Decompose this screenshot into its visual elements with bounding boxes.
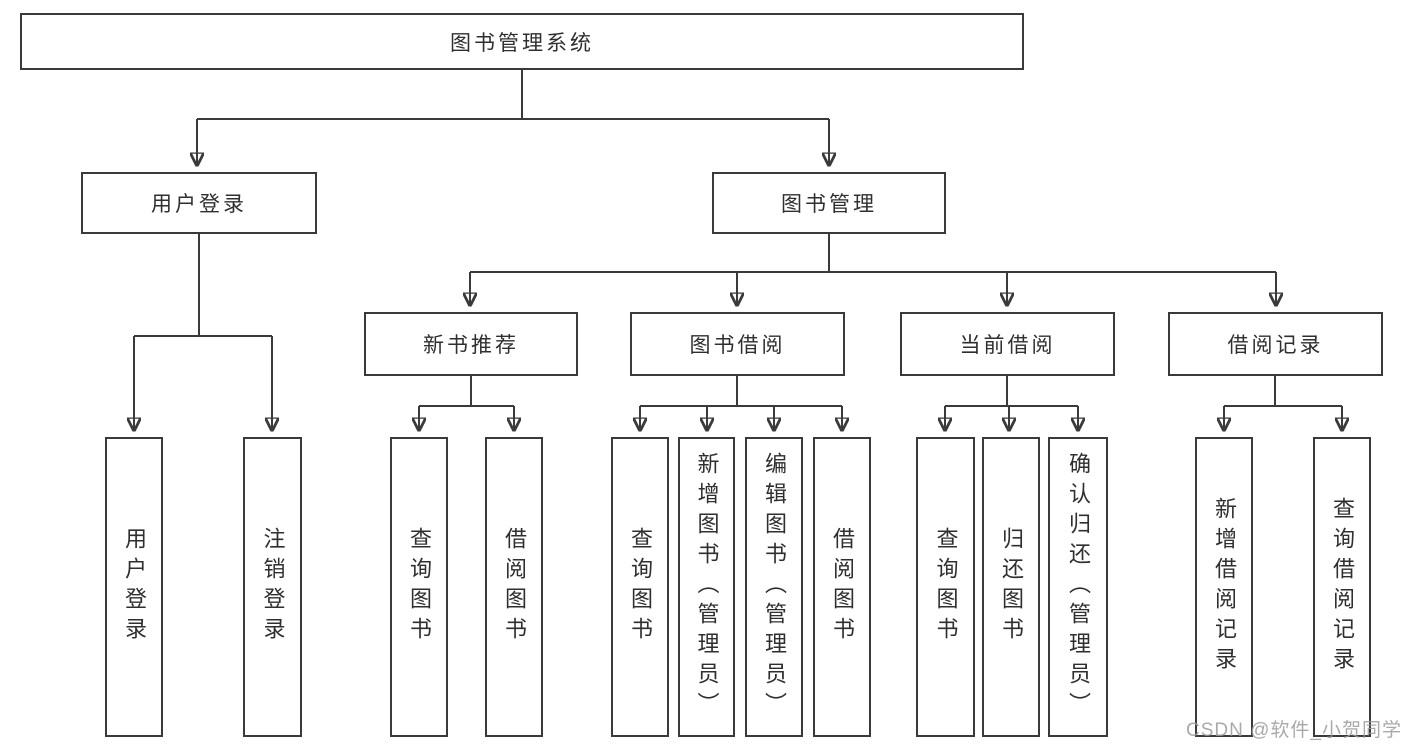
csdn-watermark: CSDN @软件_小贺同学 [1186, 720, 1402, 741]
leaf-current-query-books-label: 查询图书 [933, 527, 959, 647]
node-root-label: 图书管理系统 [450, 31, 594, 55]
leaf-return-books-label: 归还图书 [999, 527, 1024, 647]
connector-current-borrow-children [945, 376, 1078, 430]
leaf-add-borrow-record: 新增借阅记录 [1195, 437, 1253, 737]
leaf-query-borrow-record-label: 查询借阅记录 [1330, 497, 1355, 677]
connector-root-to-level2 [197, 70, 829, 165]
node-user-login: 用户登录 [81, 172, 317, 234]
connector-borrow-records-children [1224, 376, 1342, 430]
leaf-borrow-query-books-label: 查询图书 [628, 527, 653, 647]
node-new-book-recommend-label: 新书推荐 [423, 334, 519, 357]
leaf-user-login-label: 用户登录 [122, 527, 147, 647]
node-book-management-label: 图书管理 [781, 193, 877, 216]
leaf-borrow-query-books: 查询图书 [611, 437, 669, 737]
node-current-borrow: 当前借阅 [900, 312, 1115, 376]
leaf-add-books-admin-label: 新增图书（管理员） [694, 452, 720, 722]
leaf-user-login: 用户登录 [105, 437, 163, 737]
node-current-borrow-label: 当前借阅 [959, 334, 1056, 357]
leaf-return-books: 归还图书 [982, 437, 1040, 737]
node-book-borrow-label: 图书借阅 [689, 334, 786, 357]
leaf-current-query-books: 查询图书 [916, 437, 975, 737]
connector-new-books-children [419, 376, 514, 430]
leaf-confirm-return-admin-label: 确认归还（管理员） [1066, 452, 1091, 722]
node-root-system: 图书管理系统 [20, 13, 1024, 70]
connector-book-borrow-children [640, 376, 842, 430]
node-borrow-records: 借阅记录 [1168, 312, 1383, 376]
node-book-management: 图书管理 [712, 172, 946, 234]
leaf-logout: 注销登录 [243, 437, 302, 737]
node-book-borrow: 图书借阅 [630, 312, 845, 376]
leaf-newbooks-borrow-books: 借阅图书 [485, 437, 543, 737]
leaf-add-borrow-record-label: 新增借阅记录 [1212, 497, 1237, 677]
leaf-confirm-return-admin: 确认归还（管理员） [1048, 437, 1108, 737]
leaf-query-borrow-record: 查询借阅记录 [1313, 437, 1371, 737]
connector-user-login-children [134, 234, 272, 430]
leaf-borrow-borrow-books-label: 借阅图书 [830, 527, 855, 647]
leaf-add-books-admin: 新增图书（管理员） [678, 437, 735, 737]
node-user-login-label: 用户登录 [151, 193, 247, 216]
leaf-newbooks-query-books: 查询图书 [390, 437, 448, 737]
leaf-borrow-borrow-books: 借阅图书 [813, 437, 871, 737]
leaf-edit-books-admin: 编辑图书（管理员） [745, 437, 803, 737]
node-new-book-recommend: 新书推荐 [364, 312, 578, 376]
leaf-logout-label: 注销登录 [260, 527, 286, 647]
leaf-newbooks-query-books-label: 查询图书 [407, 527, 432, 647]
node-borrow-records-label: 借阅记录 [1227, 334, 1324, 357]
connector-book-management-children [470, 234, 1276, 305]
leaf-edit-books-admin-label: 编辑图书（管理员） [762, 452, 787, 722]
leaf-newbooks-borrow-books-label: 借阅图书 [502, 527, 527, 647]
